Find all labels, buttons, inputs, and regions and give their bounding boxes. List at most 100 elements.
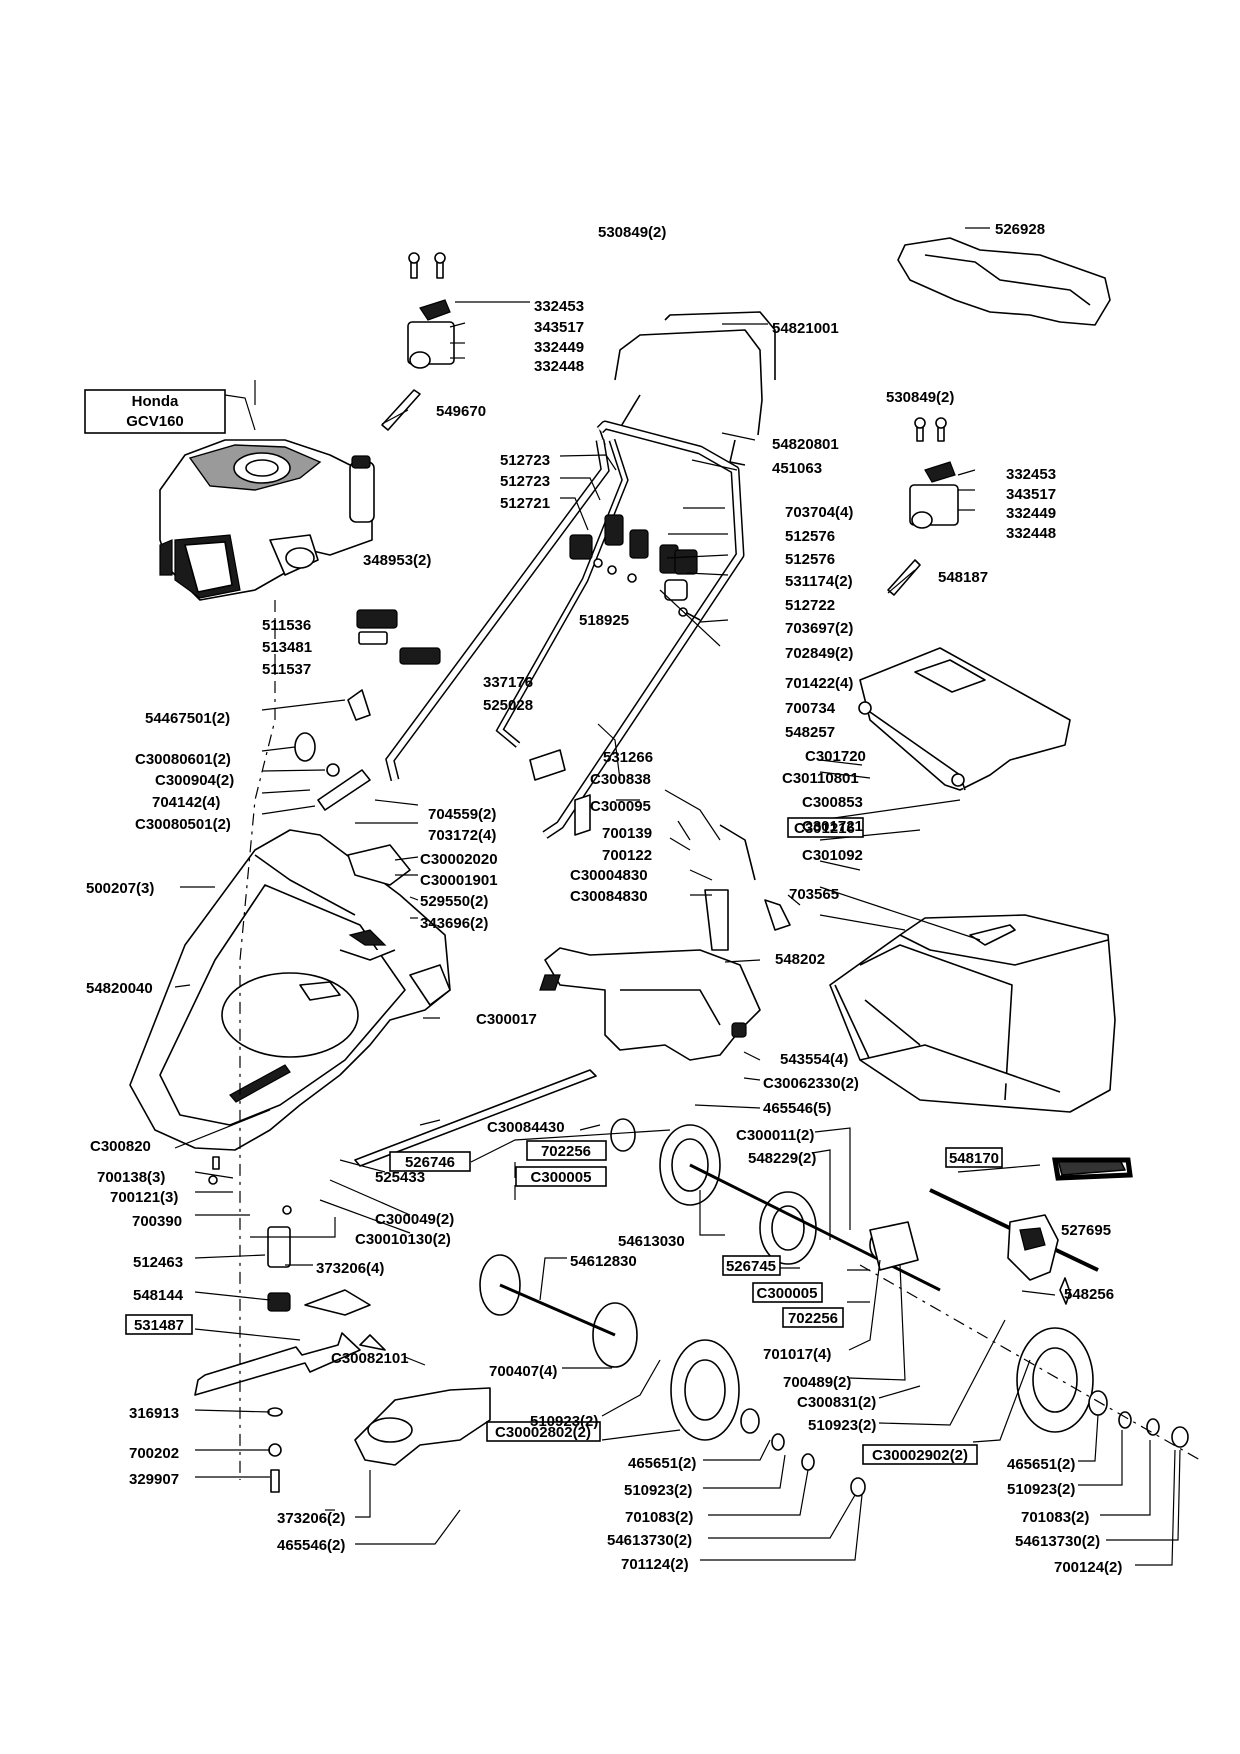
part-label: C30002020 xyxy=(420,851,498,868)
part-label: 510923(2) xyxy=(624,1482,692,1499)
part-label: C30010130(2) xyxy=(355,1231,451,1248)
part-label: 373206(4) xyxy=(316,1260,384,1277)
part-label: 512576 xyxy=(785,551,835,568)
part-label: 332448 xyxy=(534,358,584,375)
part-label: 512723 xyxy=(500,473,550,490)
wheel-axis-left xyxy=(689,1164,871,1256)
part-label: C300904(2) xyxy=(155,772,234,789)
part-label: 54613030 xyxy=(618,1233,685,1250)
part-label: 510923(2) xyxy=(808,1417,876,1434)
part-label: 54820040 xyxy=(86,980,153,997)
part-label: 527695 xyxy=(1061,1222,1111,1239)
callout-box-c30002802 xyxy=(486,1421,601,1442)
part-label: C30001901 xyxy=(420,872,498,889)
part-label: C30080601(2) xyxy=(135,751,231,768)
part-label: C30082101 xyxy=(331,1350,409,1367)
part-label: 701017(4) xyxy=(763,1346,831,1363)
part-label: 510923(2) xyxy=(530,1413,598,1430)
part-label: 548256 xyxy=(1064,1286,1114,1303)
part-label: 332449 xyxy=(1006,505,1056,522)
part-label: 54821001 xyxy=(772,320,839,337)
part-label: C300011(2) xyxy=(736,1127,814,1144)
callout-box-531487 xyxy=(125,1314,193,1335)
part-label: 513481 xyxy=(262,639,312,656)
part-label: 512722 xyxy=(785,597,835,614)
part-label: 525028 xyxy=(483,697,533,714)
part-label: 700138(3) xyxy=(97,1169,165,1186)
part-label: 704559(2) xyxy=(428,806,496,823)
part-label: 531487 xyxy=(134,1317,184,1334)
drive-parts-drawing xyxy=(354,1069,941,1368)
part-label: C30084430 xyxy=(487,1119,565,1136)
part-label: 373206(2) xyxy=(277,1510,345,1527)
part-label: 511537 xyxy=(262,661,311,678)
part-label: 548229(2) xyxy=(748,1150,816,1167)
part-label: 703704(4) xyxy=(785,504,853,521)
part-label: 511536 xyxy=(262,617,311,634)
callout-box-548170 xyxy=(945,1147,1003,1168)
part-label: C300838 xyxy=(590,771,651,788)
part-label: C301092 xyxy=(802,847,863,864)
part-label: C30004830 xyxy=(570,867,648,884)
part-label: 703697(2) xyxy=(785,620,853,637)
part-label: 543554(4) xyxy=(780,1051,848,1068)
mulch-plug-drawing xyxy=(354,1387,491,1466)
engine-model: GCV160 xyxy=(126,413,184,430)
part-label: 526928 xyxy=(995,221,1045,238)
blade-drawing xyxy=(194,1156,371,1493)
part-label: C30002902(2) xyxy=(872,1447,968,1464)
part-label: 332453 xyxy=(534,298,584,315)
part-drawings xyxy=(129,237,1201,1497)
callout-box-526746 xyxy=(389,1151,471,1172)
part-label: 548187 xyxy=(938,569,988,586)
part-label: 518925 xyxy=(579,612,629,629)
part-label: 701124(2) xyxy=(621,1556,689,1573)
part-label: 548202 xyxy=(775,951,825,968)
part-label: 700390 xyxy=(132,1213,182,1230)
part-label: 332449 xyxy=(534,339,584,356)
part-label: 526745 xyxy=(726,1258,776,1275)
part-label: 332448 xyxy=(1006,525,1056,542)
part-label: 700122 xyxy=(602,847,652,864)
part-label: 316913 xyxy=(129,1405,179,1422)
grassbox-lid-drawing xyxy=(897,237,1111,326)
part-label: 700734 xyxy=(785,700,836,717)
chute-cover-drawing xyxy=(859,647,1071,791)
part-label: C301721 xyxy=(802,818,863,835)
part-labels: 530849(2) 332453 343517 332449 332448 54… xyxy=(86,221,1122,1576)
part-label: 704142(4) xyxy=(152,794,220,811)
rear-wheels-drawing xyxy=(670,1327,1189,1497)
part-label: 343517 xyxy=(1006,486,1056,503)
part-label: 343696(2) xyxy=(420,915,488,932)
part-label: 348953(2) xyxy=(363,552,431,569)
part-label: 700489(2) xyxy=(783,1374,851,1391)
part-label: 548170 xyxy=(949,1150,999,1167)
callout-box-c301216 xyxy=(787,817,864,838)
part-label: 702849(2) xyxy=(785,645,853,662)
gearbox-drawing xyxy=(929,1157,1133,1305)
part-label: C300095 xyxy=(590,798,651,815)
part-label: C300005 xyxy=(757,1285,818,1302)
part-label: 465651(2) xyxy=(1007,1456,1075,1473)
part-label: 526746 xyxy=(405,1154,455,1171)
part-label: C30084830 xyxy=(570,888,648,905)
rear-flap-drawing xyxy=(544,947,761,1061)
part-label: 343517 xyxy=(534,319,584,336)
engine-make: Honda xyxy=(132,393,179,410)
part-label: 512723 xyxy=(500,452,550,469)
engine-label-box xyxy=(84,389,226,434)
part-label: 54820801 xyxy=(772,436,839,453)
part-label: 512576 xyxy=(785,528,835,545)
part-label: 531266 xyxy=(603,749,653,766)
part-label: 549670 xyxy=(436,403,486,420)
part-label: 700202 xyxy=(129,1445,179,1462)
part-label: 54613730(2) xyxy=(607,1532,692,1549)
part-label: C30110801 xyxy=(782,770,859,787)
part-label: 451063 xyxy=(772,460,822,477)
part-label: 700139 xyxy=(602,825,652,842)
part-label: 525433 xyxy=(375,1169,425,1186)
part-label: 548257 xyxy=(785,724,835,741)
callout-box-c300005-a xyxy=(515,1166,607,1187)
part-label: 703565 xyxy=(789,886,839,903)
